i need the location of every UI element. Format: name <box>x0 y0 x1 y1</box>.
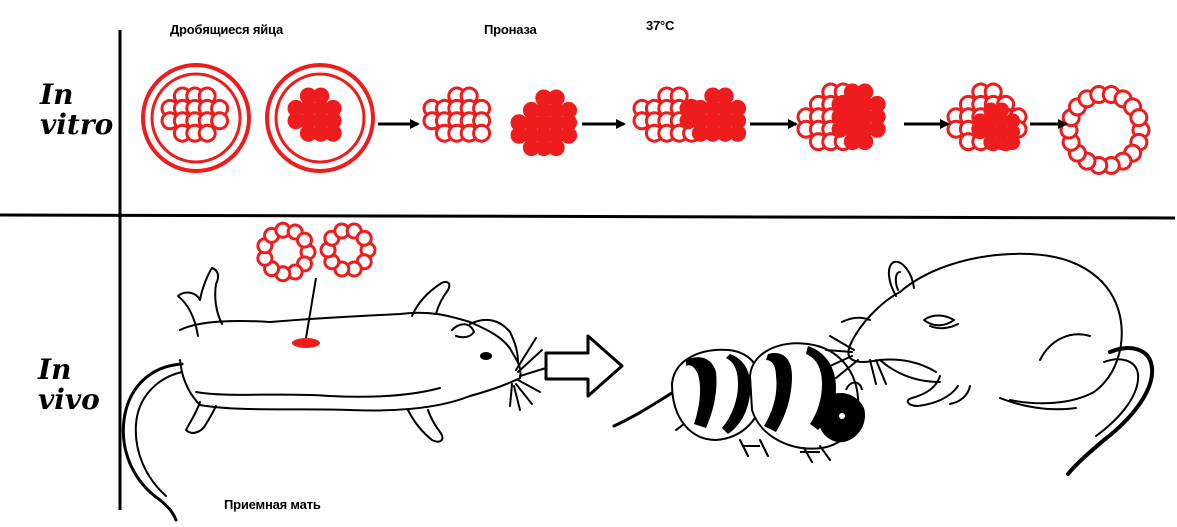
aggregated-embryos-2 <box>798 84 885 150</box>
egg-in-zona-2 <box>267 65 373 171</box>
embryo-cell <box>857 134 873 150</box>
hollow-arrow <box>546 336 622 396</box>
transfer-blastocyst-2 <box>321 224 375 276</box>
embryo-cell <box>548 140 564 156</box>
embryo-cell <box>1006 136 1020 150</box>
naked-embryo-loose <box>424 88 490 141</box>
foster-mother-mouse <box>123 268 546 520</box>
horizontal-divider <box>0 215 1175 218</box>
embryo-cell <box>869 121 885 137</box>
chimeric-mice <box>614 343 865 462</box>
embryo-cell <box>199 125 215 141</box>
aggregated-embryo-3 <box>948 84 1026 150</box>
embryo-cell <box>561 127 577 143</box>
morula-loose <box>162 88 228 141</box>
injection-site <box>292 338 320 348</box>
naked-embryo-compact <box>511 90 577 156</box>
embryo-cell <box>212 113 228 129</box>
embryo-cell <box>325 125 341 141</box>
morula-compact <box>288 88 341 141</box>
embryo-cell <box>474 125 490 141</box>
blastocyst <box>1061 87 1149 174</box>
adult-mouse <box>826 254 1152 474</box>
transfer-pipette <box>306 278 316 338</box>
embryo-cell <box>1131 110 1147 126</box>
egg-in-zona-1 <box>143 65 249 171</box>
transfer-blastocyst-1 <box>258 223 315 281</box>
aggregated-embryos-1 <box>634 88 746 141</box>
embryo-cell <box>357 231 371 245</box>
embryo-cell <box>730 125 746 141</box>
embryo-cell <box>298 233 312 247</box>
